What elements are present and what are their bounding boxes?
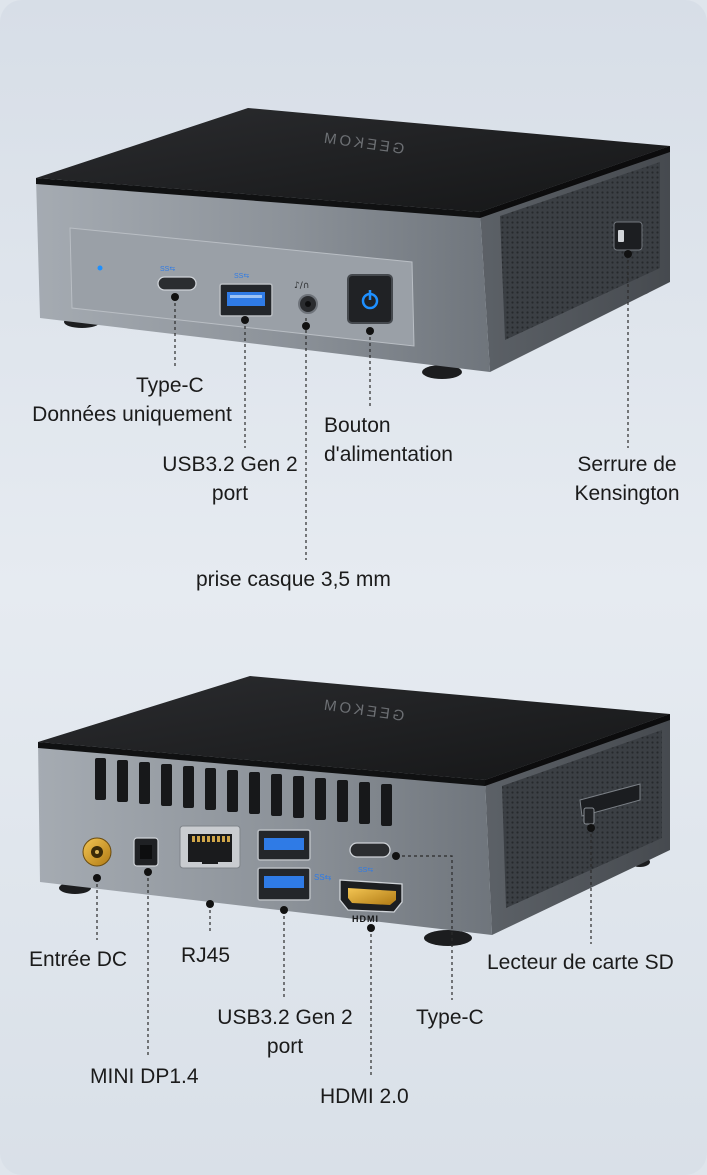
label-dc-in: Entrée DC	[29, 948, 128, 971]
back-device: GEEKOM SS⇆ SS⇆	[38, 676, 670, 946]
label-kensington: Serrure de Kensington	[574, 453, 680, 505]
label-power-button: Bouton d'alimentation	[324, 414, 453, 466]
label-hdmi: HDMI 2.0	[320, 1085, 409, 1108]
label-type-c-front: Type-C Données uniquement	[32, 374, 232, 426]
back-leader-lines	[96, 828, 592, 1078]
svg-text:♪/∩: ♪/∩	[294, 281, 309, 291]
label-audio-jack: prise casque 3,5 mm	[196, 568, 391, 591]
label-rj45: RJ45	[181, 944, 231, 967]
svg-text:SS⇆: SS⇆	[160, 266, 175, 273]
label-mini-dp: MINI DP1.4	[90, 1065, 199, 1088]
label-usb-back: USB3.2 Gen 2 port	[217, 1006, 353, 1058]
label-type-c-back: Type-C	[416, 1006, 484, 1029]
back-leader-dots	[93, 824, 595, 932]
svg-text:SS⇆: SS⇆	[234, 273, 249, 280]
hdmi-logo: HDMI	[352, 914, 379, 924]
front-leader-lines	[174, 254, 629, 560]
svg-text:SS⇆: SS⇆	[314, 873, 332, 882]
front-device: GEEKOM SS⇆ SS⇆ ♪/∩	[36, 108, 670, 379]
svg-text:SS⇆: SS⇆	[358, 867, 373, 874]
front-leader-dots	[171, 250, 632, 335]
label-sd-reader: Lecteur de carte SD	[487, 951, 674, 974]
label-usb-front: USB3.2 Gen 2 port	[162, 453, 298, 505]
